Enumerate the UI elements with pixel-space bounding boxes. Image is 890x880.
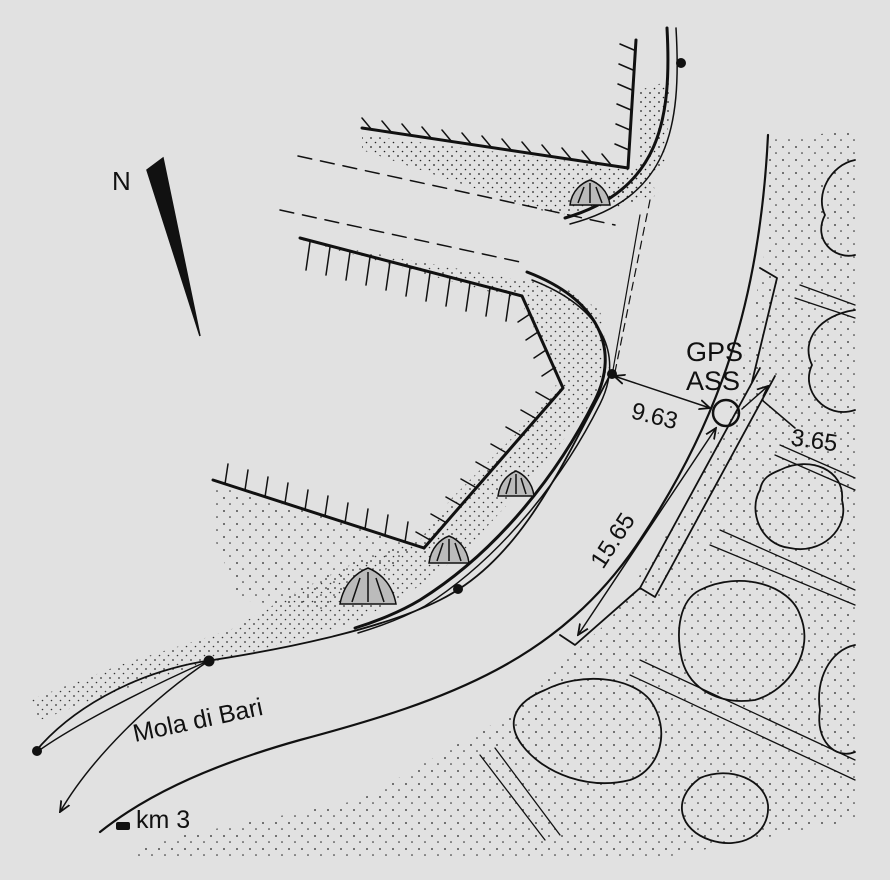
tree-canopy bbox=[681, 772, 769, 844]
km-marker: km 3 bbox=[116, 806, 190, 834]
control-point bbox=[32, 746, 42, 756]
dotted-zone-central bbox=[30, 240, 610, 720]
dimension-line-365-b bbox=[761, 399, 796, 429]
wall-middle bbox=[298, 236, 565, 550]
north-arrow: N bbox=[112, 156, 201, 337]
dotted-zone-east bbox=[120, 130, 855, 860]
control-point bbox=[607, 369, 617, 379]
shrubs bbox=[339, 179, 611, 605]
dimension-line-365-a bbox=[741, 386, 768, 410]
km-label: km 3 bbox=[136, 806, 190, 834]
road-edge-east bbox=[98, 133, 770, 834]
tree-canopy bbox=[754, 463, 845, 551]
wall-south-hatch bbox=[224, 463, 409, 543]
wall-north-hatch bbox=[361, 117, 613, 167]
shrub-icon bbox=[569, 179, 611, 206]
main-road bbox=[34, 133, 770, 834]
shrub-icon bbox=[339, 567, 397, 605]
north-arrow-icon bbox=[146, 156, 201, 337]
hatched-walls bbox=[211, 38, 638, 550]
tree-canopy bbox=[512, 678, 663, 784]
dimension-label-963: 9.63 bbox=[629, 398, 681, 436]
tree-canopy bbox=[678, 580, 806, 702]
road-branch bbox=[36, 659, 211, 753]
road-edge-west bbox=[34, 374, 611, 753]
dashed-line-2 bbox=[279, 209, 521, 263]
control-point bbox=[453, 584, 463, 594]
wall-middle-hatch-side bbox=[415, 313, 555, 541]
dimension-line-1565 bbox=[578, 428, 716, 635]
dimension-label-1565: 15.65 bbox=[585, 508, 640, 573]
place-label: Mola di Bari bbox=[130, 693, 265, 748]
dimension-label-365: 3.65 bbox=[789, 424, 839, 457]
trees-east bbox=[479, 159, 856, 844]
dashed-line-1 bbox=[297, 155, 616, 226]
wall-middle-hatch-top bbox=[305, 241, 511, 322]
wall-south bbox=[211, 478, 426, 550]
station-line2: ASS bbox=[686, 366, 740, 396]
control-points bbox=[32, 58, 686, 756]
shrub-icon bbox=[497, 470, 535, 497]
dashed-lines bbox=[279, 155, 651, 373]
dimension-line-963 bbox=[614, 376, 710, 408]
tree-canopy bbox=[820, 159, 856, 257]
dashed-line-3 bbox=[614, 199, 651, 373]
shrub-icon bbox=[428, 535, 470, 564]
km-marker-icon bbox=[116, 822, 130, 830]
station-marker-icon bbox=[711, 398, 741, 428]
thin-line bbox=[612, 214, 641, 371]
control-point bbox=[203, 655, 215, 667]
station-line1: GPS bbox=[686, 337, 743, 367]
tree-canopy bbox=[807, 309, 856, 413]
north-label: N bbox=[112, 166, 131, 196]
wall-north-hatch-vertical bbox=[614, 43, 635, 151]
road-direction-arrow bbox=[60, 659, 211, 812]
control-point bbox=[676, 58, 686, 68]
hedge-lines bbox=[479, 284, 856, 841]
dotted-zone-north-bank bbox=[610, 80, 672, 210]
